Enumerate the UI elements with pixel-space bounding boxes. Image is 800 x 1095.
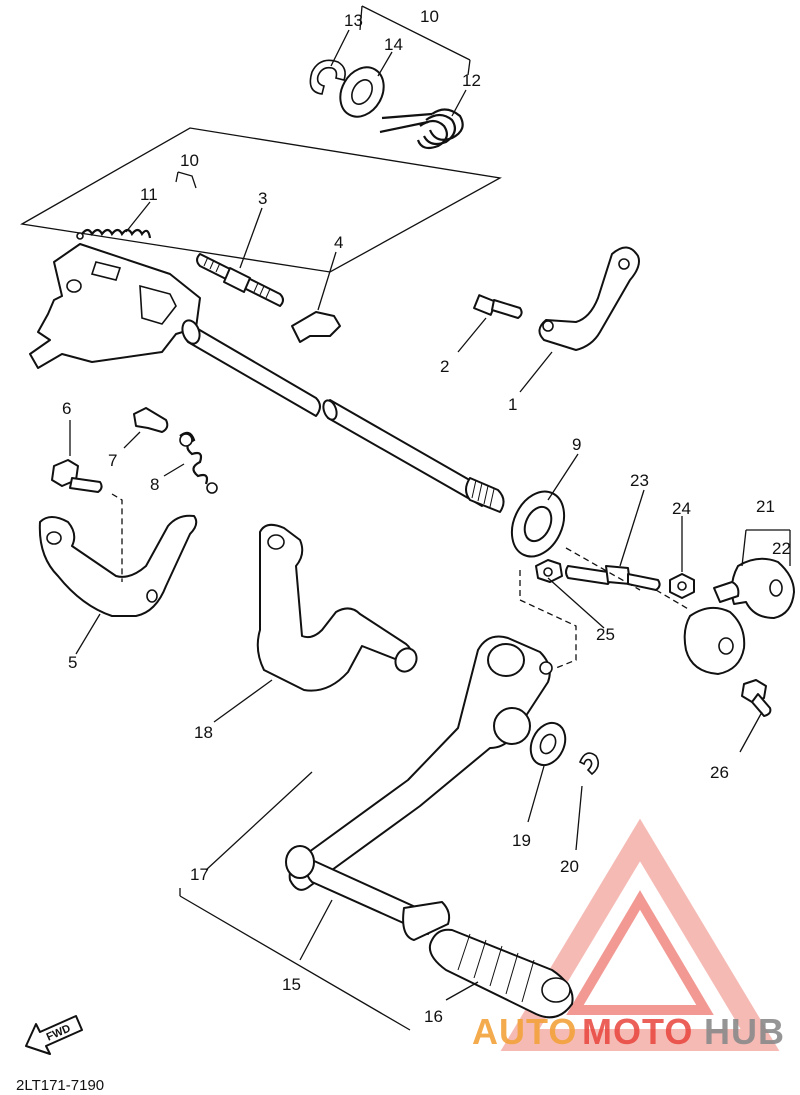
lock-plate-4 xyxy=(291,311,341,343)
label-17: 17 xyxy=(190,865,209,884)
bolt-26 xyxy=(741,679,772,717)
label-6: 6 xyxy=(62,399,71,418)
rod-end-joints-21-22 xyxy=(683,557,795,675)
label-8: 8 xyxy=(150,475,159,494)
label-22: 22 xyxy=(772,539,791,558)
label-12: 12 xyxy=(462,71,481,90)
bolt-6 xyxy=(51,459,103,493)
lever-5 xyxy=(38,514,198,617)
watermark-text: AUTO MOTO HUB xyxy=(472,1011,785,1052)
bolt-2 xyxy=(473,294,523,319)
torsion-spring-12 xyxy=(379,108,464,150)
peg-shaft-15 xyxy=(285,845,451,941)
circlip-20 xyxy=(578,752,600,776)
label-13: 13 xyxy=(344,11,363,30)
nut-25 xyxy=(535,559,563,583)
label-3: 3 xyxy=(258,189,267,208)
leader-lines xyxy=(69,29,791,1031)
label-14: 14 xyxy=(384,35,403,54)
label-23: 23 xyxy=(630,471,649,490)
watermark-logo xyxy=(500,818,780,1051)
label-7: 7 xyxy=(108,451,117,470)
watermark-auto: AUTO xyxy=(472,1011,577,1052)
lever-18 xyxy=(256,523,413,692)
part-number-labels: 13 10 14 12 10 11 3 4 2 1 6 7 8 9 23 24 … xyxy=(62,7,791,1026)
label-10-mid: 10 xyxy=(180,151,199,170)
label-25: 25 xyxy=(596,625,615,644)
label-16: 16 xyxy=(424,1007,443,1026)
nut-24 xyxy=(669,573,695,599)
spring-8 xyxy=(179,431,218,494)
label-24: 24 xyxy=(672,499,691,518)
label-9: 9 xyxy=(572,435,581,454)
label-18: 18 xyxy=(194,723,213,742)
watermark-triangle-inner xyxy=(566,890,714,1015)
label-4: 4 xyxy=(334,233,343,252)
watermark-triangle-outer xyxy=(500,818,780,1051)
fwd-arrow: FWD xyxy=(25,1015,83,1055)
label-1: 1 xyxy=(508,395,517,414)
label-5: 5 xyxy=(68,653,77,672)
shift-shaft-assembly xyxy=(29,243,505,513)
arm-1 xyxy=(538,246,640,351)
label-10-top: 10 xyxy=(420,7,439,26)
stud-bolt-3 xyxy=(196,253,284,307)
watermark-hub: HUB xyxy=(704,1011,785,1052)
pin-7 xyxy=(133,407,169,433)
label-21: 21 xyxy=(756,497,775,516)
spring-11 xyxy=(76,228,152,240)
pedal-rubber-16 xyxy=(428,928,574,1019)
label-11: 11 xyxy=(140,185,158,204)
label-20: 20 xyxy=(560,857,579,876)
label-15: 15 xyxy=(282,975,301,994)
washer-19 xyxy=(529,721,567,767)
label-26: 26 xyxy=(710,763,729,782)
circlip-13 xyxy=(309,59,346,95)
oil-seal-9 xyxy=(510,490,566,558)
bolt-23 xyxy=(565,565,661,591)
label-19: 19 xyxy=(512,831,531,850)
watermark-moto: MOTO xyxy=(582,1011,693,1052)
diagram-code: 2LT171-7190 xyxy=(16,1077,104,1094)
group-box-upper xyxy=(20,127,502,273)
label-2: 2 xyxy=(440,357,449,376)
